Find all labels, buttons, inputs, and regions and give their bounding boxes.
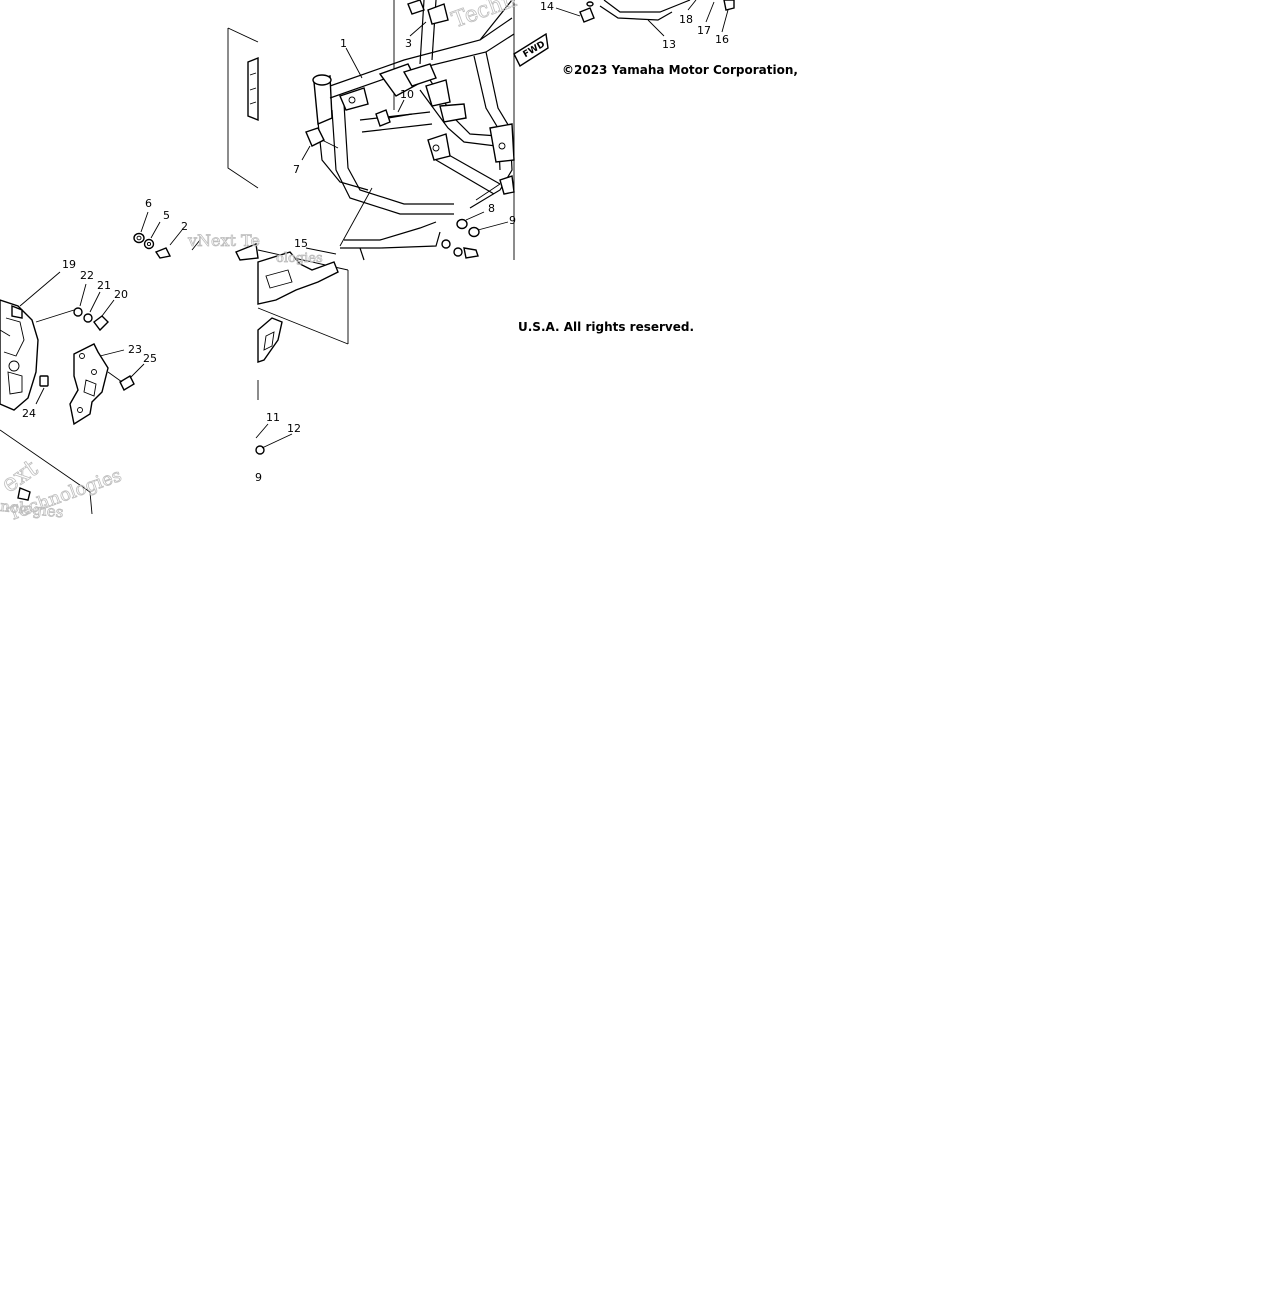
callout-labels: 1 2 3 5 6 7 8 9 9 10 11 12 13 14 15 16 1… [22, 0, 729, 484]
center-panel [255, 249, 349, 455]
callout-9-lower: 9 [255, 471, 262, 484]
callout-20: 20 [114, 288, 128, 301]
watermark-ext: ext [0, 454, 43, 499]
left-panel [0, 27, 259, 515]
callout-13: 13 [662, 38, 676, 51]
callout-22: 22 [80, 269, 94, 282]
callout-17: 17 [697, 24, 711, 37]
engine-mount-plate [69, 343, 109, 426]
fwd-arrow: FWD [513, 32, 549, 68]
callout-5: 5 [163, 209, 170, 222]
callout-24: 24 [22, 407, 36, 420]
callout-9: 9 [509, 214, 516, 227]
callout-10: 10 [400, 88, 414, 101]
callout-23: 23 [128, 343, 142, 356]
callout-18: 18 [679, 13, 693, 26]
callout-7: 7 [293, 163, 300, 176]
copyright-line-1: ©2023 Yamaha Motor Corporation, [562, 63, 798, 77]
watermark-ologies: ologies [276, 251, 323, 266]
washer-5 [143, 238, 155, 250]
copyright-line-2: U.S.A. All rights reserved. [518, 320, 695, 334]
nut-6 [133, 232, 145, 244]
callout-2: 2 [181, 220, 188, 233]
callout-12: 12 [287, 422, 301, 435]
watermark-vnext-te: vNext Te [187, 231, 260, 250]
callout-3: 3 [405, 37, 412, 50]
watermark-techn: Techn [449, 0, 520, 33]
callout-21: 21 [97, 279, 111, 292]
callout-8: 8 [488, 202, 495, 215]
callout-11: 11 [266, 411, 280, 424]
skid-plate [555, 0, 735, 37]
callout-6: 6 [145, 197, 152, 210]
inset-bracket [247, 56, 259, 122]
callout-19: 19 [62, 258, 76, 271]
engine-mount-bracket [0, 299, 39, 411]
callout-25: 25 [143, 352, 157, 365]
callout-1: 1 [340, 37, 347, 50]
callout-15: 15 [294, 237, 308, 250]
callout-14: 14 [540, 0, 554, 13]
callout-16: 16 [715, 33, 729, 46]
